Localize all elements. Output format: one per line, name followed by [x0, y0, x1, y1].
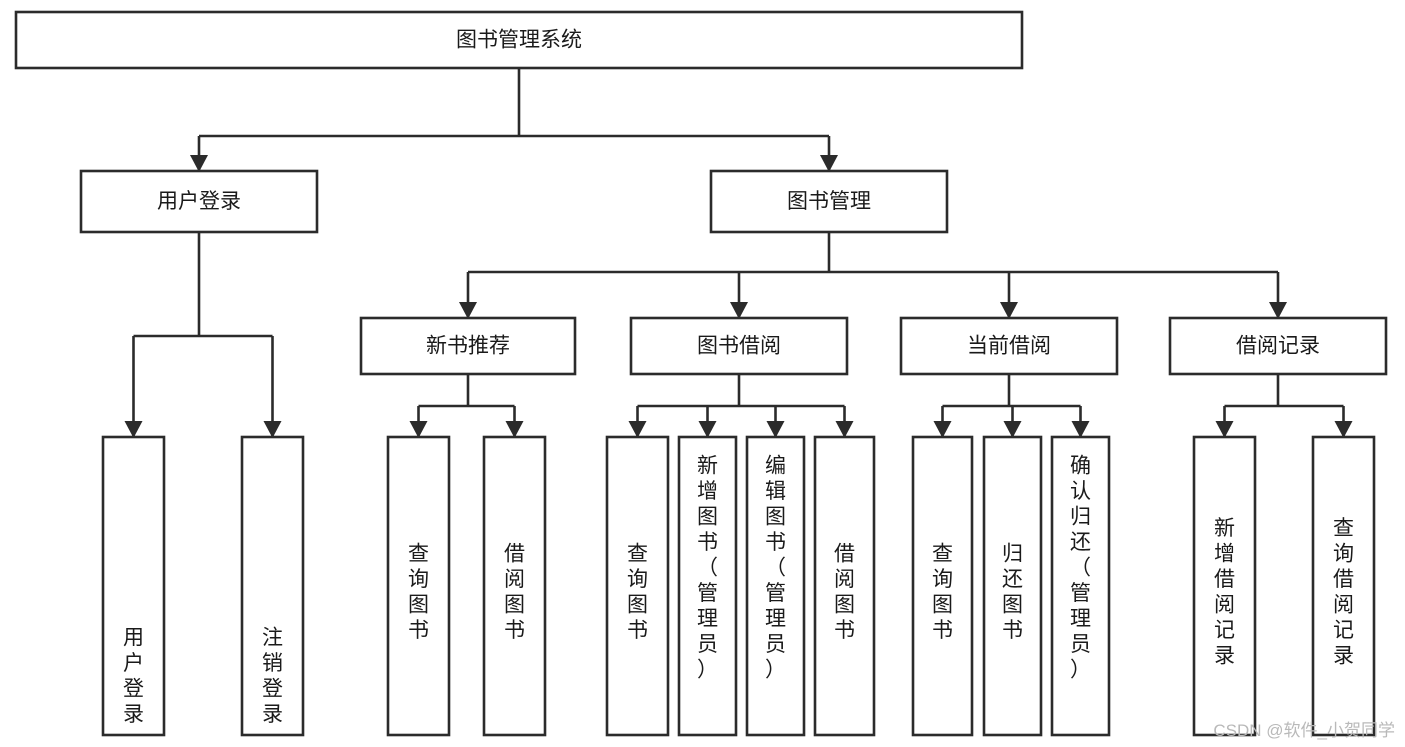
node-label: 确认归还（管理员）	[1070, 455, 1091, 682]
node-label: 新书推荐	[426, 335, 510, 358]
arrow-head-icon	[459, 302, 477, 319]
node-box[interactable]	[1050, 435, 1111, 737]
node-leaf-query-book-3[interactable]: 查询图书	[911, 435, 974, 737]
arrow-head-icon	[1215, 421, 1234, 438]
node-box[interactable]	[1168, 316, 1388, 376]
node-borrow-record[interactable]: 借阅记录	[1168, 316, 1388, 376]
node-label: 图书借阅	[697, 335, 781, 358]
arrow-head-icon	[820, 155, 838, 172]
node-current-borrow[interactable]: 当前借阅	[899, 316, 1119, 376]
node-label: 新增借阅记录	[1214, 517, 1235, 668]
node-label: 当前借阅	[967, 335, 1051, 358]
node-label: 图书管理	[787, 190, 871, 213]
node-box[interactable]	[911, 435, 974, 737]
node-box[interactable]	[1192, 435, 1257, 737]
node-leaf-borrow-book-2[interactable]: 借阅图书	[813, 435, 876, 737]
node-box[interactable]	[629, 316, 849, 376]
arrow-head-icon	[698, 421, 717, 438]
node-leaf-confirm-return[interactable]: 确认归还（管理员）	[1050, 435, 1111, 737]
node-box[interactable]	[709, 169, 949, 234]
node-book-borrow[interactable]: 图书借阅	[629, 316, 849, 376]
node-box[interactable]	[1311, 435, 1376, 737]
node-label: 查询图书	[932, 543, 953, 643]
node-label: 图书管理系统	[456, 29, 582, 52]
node-leaf-edit-book[interactable]: 编辑图书（管理员）	[745, 435, 806, 737]
node-leaf-user-logout[interactable]: 注销登录	[240, 435, 305, 737]
arrow-head-icon	[933, 421, 952, 438]
node-label: 借阅图书	[834, 543, 855, 643]
node-root-book-management-system[interactable]: 图书管理系统	[14, 10, 1024, 70]
arrow-head-icon	[1334, 421, 1353, 438]
node-box[interactable]	[101, 435, 166, 737]
node-box[interactable]	[813, 435, 876, 737]
node-leaf-user-login[interactable]: 用户登录	[101, 435, 166, 737]
node-user-login[interactable]: 用户登录	[79, 169, 319, 234]
arrow-head-icon	[1003, 421, 1022, 438]
node-box[interactable]	[982, 435, 1043, 737]
node-leaf-query-book-1[interactable]: 查询图书	[386, 435, 451, 737]
csdn-watermark: CSDN @软件_小贺同学	[1213, 721, 1395, 740]
node-box[interactable]	[359, 316, 577, 376]
node-leaf-query-book-2[interactable]: 查询图书	[605, 435, 670, 737]
connector-layer	[124, 68, 1353, 438]
node-box[interactable]	[240, 435, 305, 737]
node-label: 查询借阅记录	[1333, 517, 1354, 668]
node-leaf-query-record[interactable]: 查询借阅记录	[1311, 435, 1376, 737]
arrow-head-icon	[1071, 421, 1090, 438]
arrow-head-icon	[190, 155, 208, 172]
node-label: 新增图书（管理员）	[697, 455, 718, 682]
node-box[interactable]	[79, 169, 319, 234]
arrow-head-icon	[628, 421, 647, 438]
arrow-head-icon	[124, 421, 143, 438]
node-label: 归还图书	[1002, 543, 1023, 643]
node-label: 注销登录	[262, 627, 283, 727]
arrow-head-icon	[730, 302, 748, 319]
node-label: 借阅图书	[504, 543, 525, 643]
node-label: 用户登录	[123, 627, 144, 727]
node-label: 查询图书	[627, 543, 648, 643]
node-box[interactable]	[745, 435, 806, 737]
node-box[interactable]	[482, 435, 547, 737]
node-leaf-borrow-book-1[interactable]: 借阅图书	[482, 435, 547, 737]
node-box[interactable]	[14, 10, 1024, 70]
node-label: 借阅记录	[1236, 335, 1320, 358]
arrow-head-icon	[263, 421, 282, 438]
arrow-head-icon	[1000, 302, 1018, 319]
node-label: 查询图书	[408, 543, 429, 643]
node-label: 编辑图书（管理员）	[765, 455, 786, 682]
arrow-head-icon	[766, 421, 785, 438]
node-layer: 图书管理系统用户登录图书管理新书推荐图书借阅当前借阅借阅记录用户登录注销登录查询…	[14, 10, 1388, 737]
node-box[interactable]	[899, 316, 1119, 376]
node-leaf-return-book[interactable]: 归还图书	[982, 435, 1043, 737]
node-book-manage[interactable]: 图书管理	[709, 169, 949, 234]
node-box[interactable]	[605, 435, 670, 737]
node-new-book-recommend[interactable]: 新书推荐	[359, 316, 577, 376]
arrow-head-icon	[1269, 302, 1287, 319]
node-box[interactable]	[677, 435, 738, 737]
node-box[interactable]	[386, 435, 451, 737]
node-leaf-add-record[interactable]: 新增借阅记录	[1192, 435, 1257, 737]
node-label: 用户登录	[157, 190, 241, 213]
arrow-head-icon	[409, 421, 428, 438]
arrow-head-icon	[505, 421, 524, 438]
node-leaf-add-book[interactable]: 新增图书（管理员）	[677, 435, 738, 737]
arrow-head-icon	[835, 421, 854, 438]
